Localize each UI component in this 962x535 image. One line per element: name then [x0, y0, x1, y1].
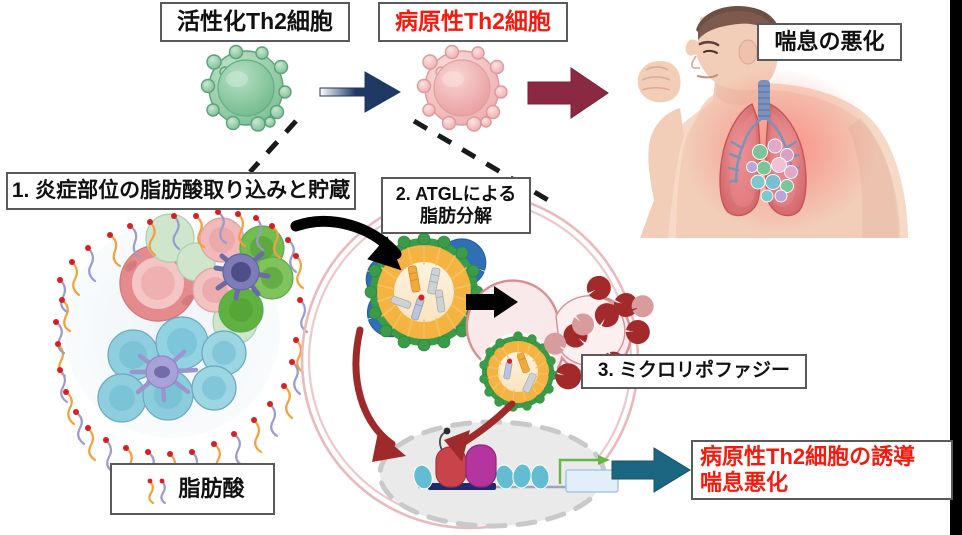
lipid-droplet: [364, 232, 487, 352]
label-outcome-line2: 喘息悪化: [700, 470, 789, 495]
dendritic-cell-light-purple: [129, 349, 199, 403]
outcome-arrow: [611, 447, 691, 493]
microlipophagy-signal-arrow: [444, 400, 516, 462]
label-asthma-worsening: 喘息の悪化: [757, 23, 902, 61]
uptake-arrow: [290, 215, 402, 271]
legend-fatty-acid-text: 脂肪酸: [178, 476, 245, 502]
legend-fatty-acid: 脂肪酸: [110, 463, 275, 515]
blood-vessel: [119, 244, 197, 322]
label-step1-text: 1. 炎症部位の脂肪酸取り込みと貯蔵: [11, 178, 351, 202]
label-outcome-line1: 病原性Th2細胞の誘導: [700, 444, 916, 470]
label-step2-line2: 脂肪分解: [420, 205, 492, 226]
fatty-acid-icon: [148, 478, 167, 505]
dendritic-cell-purple: [213, 251, 271, 301]
transition-arrow: [319, 71, 402, 113]
label-pathogenic-th2: 病原性Th2細胞: [378, 2, 568, 42]
label-activated-th2-text: 活性化Th2細胞: [177, 8, 333, 35]
zoom-dashed-lines: [248, 118, 550, 203]
label-activated-th2: 活性化Th2細胞: [160, 2, 350, 42]
label-step1: 1. 炎症部位の脂肪酸取り込みと貯蔵: [6, 172, 356, 210]
label-asthma-worsening-text: 喘息の悪化: [774, 29, 885, 55]
label-step3-text: 3. ミクロリポファジー: [597, 360, 791, 382]
activated-th2-cell: [200, 44, 292, 132]
tissue-cluster: [53, 185, 309, 488]
label-outcome: 病原性Th2細胞の誘導 喘息悪化: [691, 440, 953, 500]
asthma-arrow: [527, 67, 609, 119]
label-step2-line1: 2. ATGLによる: [395, 184, 517, 205]
lipolysis-to-lysosome-arrow: [466, 286, 518, 318]
lipolysis-signal-arrow: [352, 326, 406, 462]
label-pathogenic-th2-text: 病原性Th2細胞: [395, 8, 551, 35]
pathogenic-th2-cell: [416, 44, 508, 132]
label-step2: 2. ATGLによる 脂肪分解: [381, 177, 531, 234]
right-edge-band: [950, 0, 962, 535]
patient-figure: [637, 6, 908, 238]
label-step3: 3. ミクロリポファジー: [581, 354, 807, 389]
